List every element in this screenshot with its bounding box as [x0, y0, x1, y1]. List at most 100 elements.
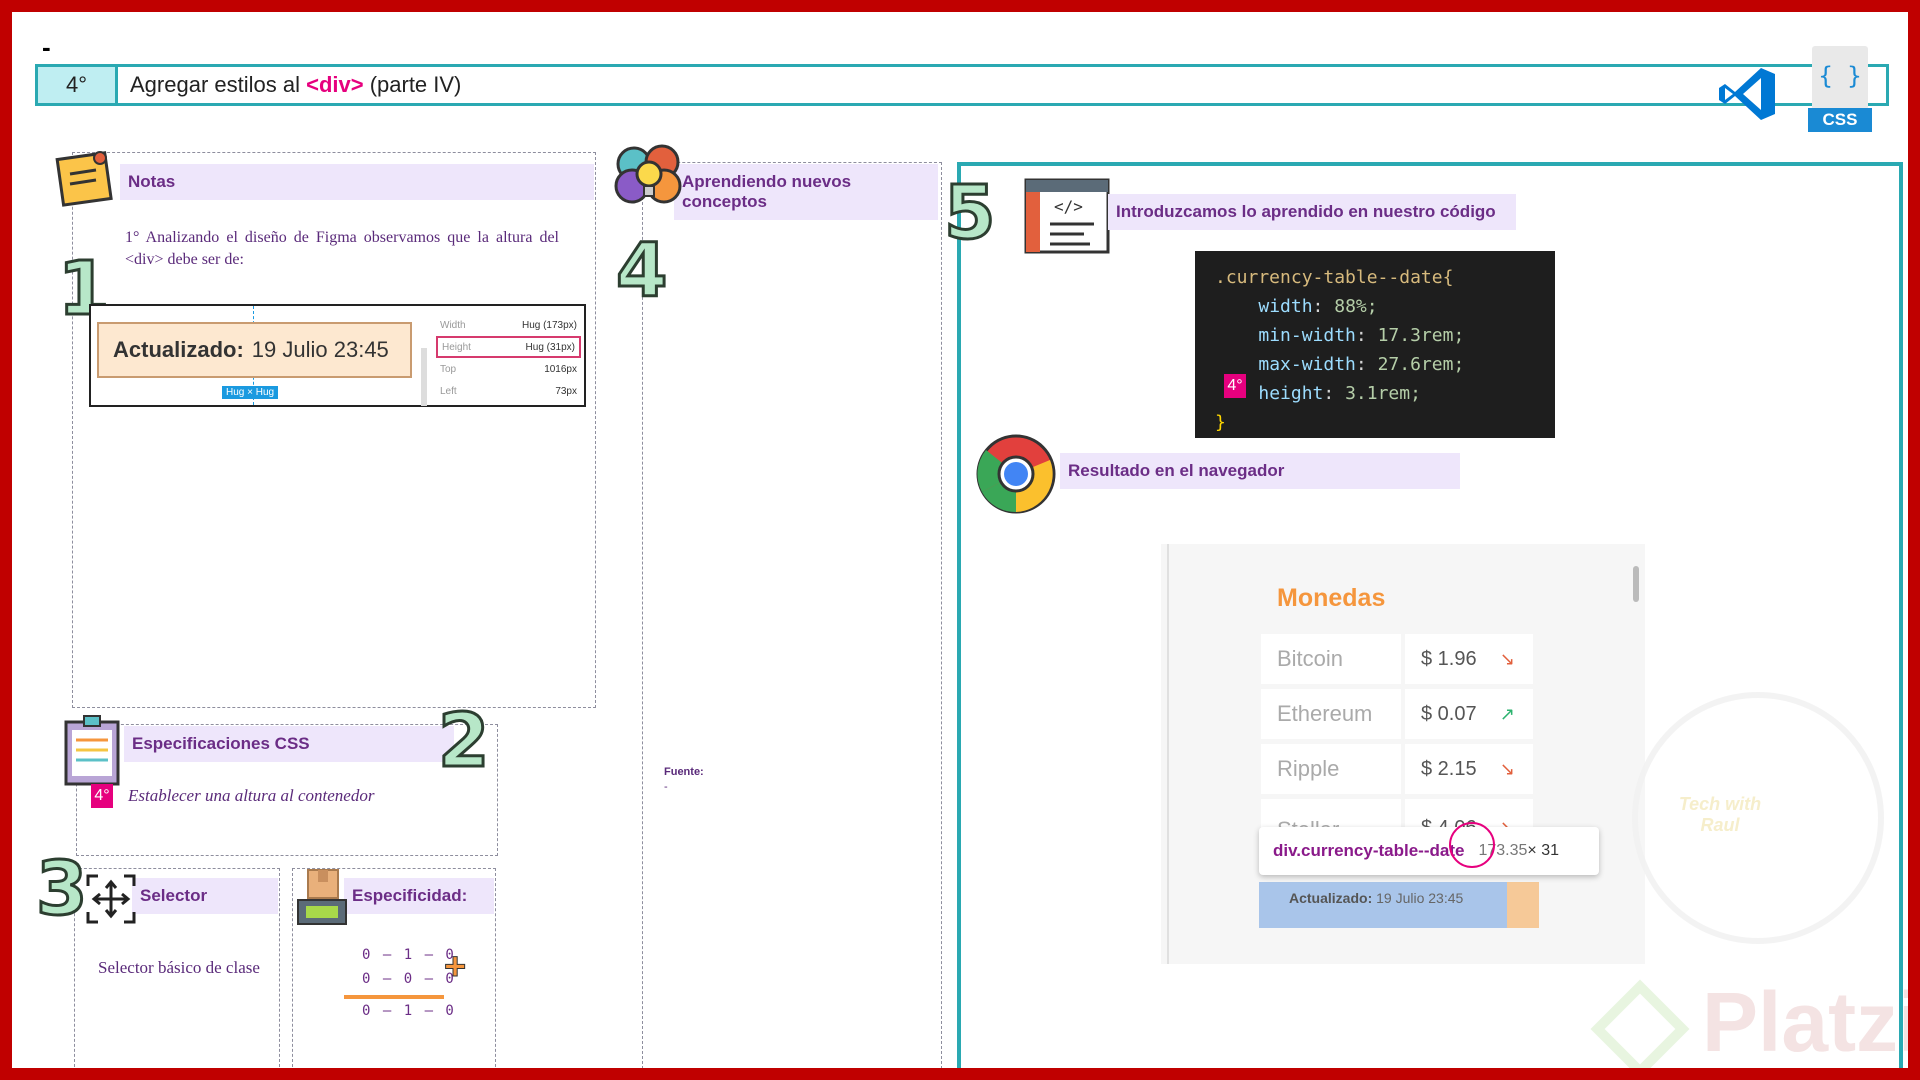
- currency-row: Bitcoin $ 1.96 ↘: [1261, 634, 1533, 684]
- code-val-width: 88%;: [1334, 296, 1378, 317]
- plus-icon: +: [443, 946, 467, 988]
- code-prop-min-width: min-width: [1258, 325, 1356, 346]
- currency-name: Stellar: [1261, 799, 1401, 829]
- title-suffix: (parte IV): [363, 72, 462, 97]
- specificity-result: 0 – 1 – 0: [362, 1003, 456, 1019]
- date-highlight-box: Actualizado: 19 Julio 23:45: [1259, 882, 1539, 928]
- code-badge: 4°: [1224, 374, 1246, 398]
- title-tag: <div>: [306, 72, 364, 97]
- tooltip-highlight-circle: [1449, 822, 1495, 868]
- watermark-badge: Tech with Raul: [1678, 794, 1762, 835]
- trend-down-icon: ↘: [1499, 648, 1515, 669]
- title-bar: 4° Agregar estilos al <div> (parte IV): [35, 64, 1889, 106]
- source-label: Fuente:: [664, 766, 704, 778]
- currency-price-cell: $ 1.96 ↘: [1405, 634, 1533, 684]
- devtools-tooltip: div.currency-table--date 173.35× 31: [1259, 827, 1599, 875]
- currency-row: Ethereum $ 0.07 ↗: [1261, 689, 1533, 739]
- currency-title: Monedas: [1277, 584, 1386, 612]
- date-value: 19 Julio 23:45: [1376, 890, 1464, 906]
- result-panel: [957, 162, 1903, 1068]
- step-5-number: 5: [943, 170, 997, 256]
- currency-name: Ripple: [1261, 744, 1401, 794]
- css-spec-heading: Especificaciones CSS: [124, 726, 454, 762]
- currency-price: $ 1.96: [1421, 647, 1477, 670]
- selector-text: Selector básico de clase: [98, 958, 260, 977]
- currency-price-cell: $ 2.15 ↘: [1405, 744, 1533, 794]
- currency-price: $ 0.07: [1421, 702, 1477, 725]
- css-spec-text: Establecer una altura al contenedor: [128, 786, 375, 805]
- source-value: -: [664, 781, 668, 793]
- move-icon: [86, 874, 136, 924]
- date-text: Actualizado: 19 Julio 23:45: [1289, 890, 1463, 906]
- selector-heading: Selector: [132, 878, 278, 914]
- vscode-icon: [1719, 68, 1775, 120]
- trend-down-icon: ↘: [1499, 817, 1515, 829]
- scale-icon: [297, 869, 347, 925]
- figma-screenshot: Actualizado: 19 Julio 23:45 Hug × Hug Wid…: [89, 304, 586, 407]
- figma-card-bold: Actualizado:: [113, 337, 244, 362]
- code-prop-max-width: max-width: [1258, 354, 1356, 375]
- currency-name: Ethereum: [1261, 689, 1401, 739]
- tooltip-height: × 31: [1527, 842, 1559, 859]
- step-4-number: 4: [615, 228, 669, 314]
- date-label: Actualizado:: [1289, 890, 1373, 906]
- notes-heading: Notas: [120, 164, 594, 200]
- platzi-watermark: Platzi: [1702, 975, 1920, 1069]
- figma-scroll: [421, 348, 427, 406]
- chrome-icon: [976, 434, 1056, 514]
- currency-row: Ripple $ 2.15 ↘: [1261, 744, 1533, 794]
- title-prefix: Agregar estilos al: [130, 72, 307, 97]
- code-heading: Introduzcamos lo aprendido en nuestro có…: [1108, 194, 1516, 230]
- tooltip-selector: div.currency-table--date: [1273, 841, 1465, 860]
- figma-hug-label: Hug × Hug: [222, 386, 279, 399]
- sticky-note-icon: [55, 151, 113, 207]
- brain-bulb-icon: [614, 144, 682, 204]
- figma-card-text: 19 Julio 23:45: [251, 337, 389, 362]
- code-close-brace: }: [1215, 412, 1226, 433]
- watermark-circle: [1632, 692, 1884, 944]
- browser-left-border: [1167, 544, 1169, 964]
- code-prop-height: height: [1258, 383, 1324, 404]
- concepts-panel: [642, 162, 942, 1068]
- specificity-line-2: 0 – 0 – 0: [362, 971, 456, 987]
- browser-heading: Resultado en el navegador: [1060, 453, 1460, 489]
- css-braces: { }: [1818, 62, 1862, 90]
- step-2-number: 2: [437, 698, 491, 784]
- step-3-number: 3: [35, 846, 89, 932]
- code-block: .currency-table--date{ width: 88%; min-w…: [1195, 251, 1555, 438]
- code-prop-width: width: [1258, 296, 1313, 317]
- trend-up-icon: ↗: [1499, 703, 1515, 724]
- trend-down-icon: ↘: [1499, 758, 1515, 779]
- dash-mark: -: [42, 32, 51, 62]
- svg-text:</>: </>: [1054, 197, 1083, 216]
- browser-scrollbar[interactable]: [1633, 566, 1639, 602]
- specificity-line-1: 0 – 1 – 0: [362, 947, 456, 963]
- notes-text: 1° Analizando el diseño de Figma observa…: [125, 229, 559, 268]
- notes-panel: [72, 152, 596, 708]
- currency-price-cell: $ 0.07 ↗: [1405, 689, 1533, 739]
- currency-price: $ 2.15: [1421, 757, 1477, 780]
- step-number: 4°: [38, 67, 118, 103]
- figma-date-card: Actualizado: 19 Julio 23:45: [97, 322, 412, 378]
- css-label: CSS: [1808, 108, 1872, 132]
- concepts-heading: Aprendiendo nuevos conceptos: [674, 164, 938, 220]
- css-file-icon: { } CSS: [1808, 46, 1872, 132]
- date-padding: [1507, 882, 1539, 928]
- specificity-divider: [344, 995, 444, 999]
- browser-screenshot: Monedas Bitcoin $ 1.96 ↘ Ethereum $ 0.07 ↗…: [1161, 544, 1645, 964]
- css-spec-badge: 4°: [91, 784, 113, 808]
- code-val-max-width: 27.6rem;: [1377, 354, 1465, 375]
- clipboard-icon: [64, 715, 120, 786]
- currency-row: Stellar $ 4.06↘: [1261, 799, 1533, 829]
- currency-name: Bitcoin: [1261, 634, 1401, 684]
- code-window-icon: </>: [1024, 178, 1110, 254]
- code-val-min-width: 17.3rem;: [1377, 325, 1465, 346]
- specificity-heading: Especificidad:: [344, 878, 494, 914]
- page-title: Agregar estilos al <div> (parte IV): [118, 72, 461, 98]
